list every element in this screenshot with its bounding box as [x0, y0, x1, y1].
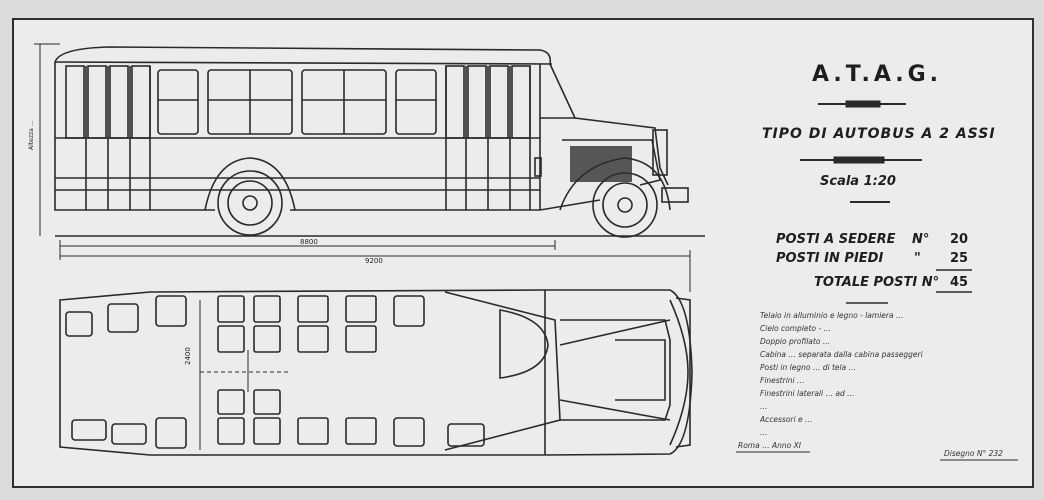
seated-value: 20: [950, 232, 969, 247]
note-line: …: [760, 428, 768, 437]
note-line: Telaio in alluminio e legno - lamiera …: [760, 311, 904, 320]
title-ornaments: [736, 100, 1018, 461]
note-line: Accessori e …: [760, 415, 813, 424]
standing-label: POSTI IN PIEDI: [776, 251, 884, 266]
drawing-frame: [12, 18, 1034, 488]
note-line: Finestrini laterali … ad …: [760, 389, 855, 398]
note-line: Doppio profilato …: [760, 337, 831, 346]
total-value: 45: [950, 275, 969, 290]
note-line: Cabina … separata dalla cabina passegger…: [760, 350, 923, 359]
dim-height-note: Altezza …: [28, 120, 35, 150]
drawing-number: Disegno N° 232: [944, 449, 1003, 458]
plan-view: [59, 289, 693, 456]
dim-width: 2400: [184, 347, 192, 365]
standing-value: 25: [950, 251, 969, 266]
total-label: TOTALE POSTI N°: [814, 275, 940, 290]
company-title: A.T.A.G.: [812, 62, 943, 87]
place-date: Roma … Anno XI: [738, 441, 801, 450]
seated-label: POSTI A SEDERE: [776, 232, 896, 247]
side-view: [34, 43, 705, 238]
note-line: …: [760, 402, 768, 411]
dim-total-length: 9200: [365, 257, 383, 265]
drawing-scale: Scala 1:20: [820, 174, 896, 189]
standing-prefix: ": [914, 251, 921, 266]
note-line: Finestrini …: [760, 376, 805, 385]
note-line: Cielo completo - …: [760, 324, 831, 333]
note-line: Posti in legno … di tela …: [760, 363, 857, 372]
drawing-subtitle: TIPO DI AUTOBUS A 2 ASSI: [762, 126, 996, 142]
seated-prefix: N°: [912, 232, 930, 247]
dim-side-length: 8800: [300, 238, 318, 246]
dimension-lines: [59, 240, 691, 292]
